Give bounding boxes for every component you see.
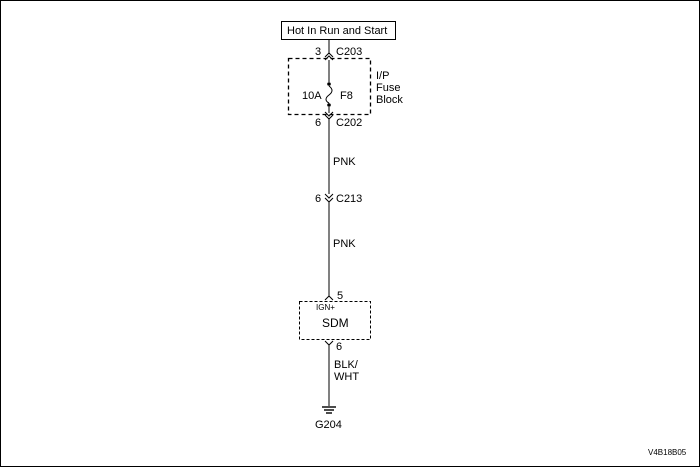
c203-name: C203 xyxy=(336,46,363,58)
wire-color-lower-1: BLK/ xyxy=(334,359,358,371)
sdm-box xyxy=(299,301,371,340)
sdm-ground-pin-symbol xyxy=(324,340,334,346)
fuse-rating: 10A xyxy=(302,90,322,102)
c203-pin: 3 xyxy=(315,46,322,58)
power-source-box xyxy=(281,21,396,40)
fuse-name: F8 xyxy=(340,90,353,102)
wire-color-middle: PNK xyxy=(333,238,356,250)
fuse-block-label-1: I/P xyxy=(376,70,390,82)
sdm-ground-pin: 6 xyxy=(336,341,343,353)
ground-name: G204 xyxy=(315,419,342,431)
fuse-terminal-top xyxy=(327,82,331,86)
power-source-label: Hot In Run and Start xyxy=(287,25,388,37)
sdm-input-pin: 5 xyxy=(337,290,344,302)
c213-name: C213 xyxy=(336,193,363,205)
sdm-name: SDM xyxy=(322,316,349,330)
figure-id: V4B18B05 xyxy=(648,448,687,457)
wire-color-upper: PNK xyxy=(333,156,356,168)
fuse-terminal-bottom xyxy=(327,103,331,107)
fuse-block-box xyxy=(287,57,372,116)
c202-pin: 6 xyxy=(315,117,322,129)
connector-c202-symbol xyxy=(324,111,334,120)
fuse-block-label-3: Block xyxy=(376,94,403,106)
c213-pin: 6 xyxy=(315,193,322,205)
sdm-input-label: IGN+ xyxy=(316,303,335,312)
c202-name: C202 xyxy=(336,117,363,129)
sdm-input-pin-symbol xyxy=(324,295,334,301)
fuse-block-label-2: Fuse xyxy=(376,82,401,94)
wire-color-lower-2: WHT xyxy=(334,371,360,383)
fuse-element xyxy=(325,85,333,104)
connector-c213-symbol xyxy=(324,193,334,203)
